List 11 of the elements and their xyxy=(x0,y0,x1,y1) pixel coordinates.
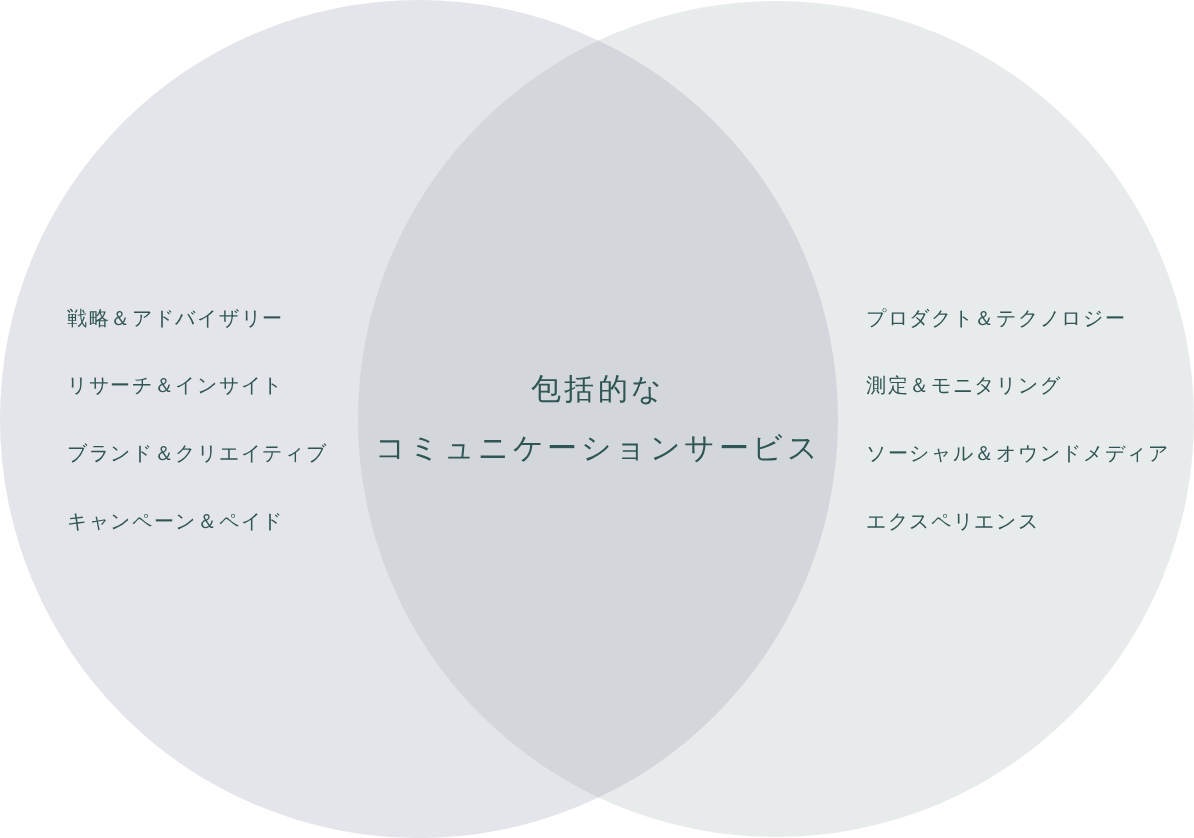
venn-circle xyxy=(358,1,1194,837)
overlap-label: 包括的なコミュニケーションサービス xyxy=(373,358,823,477)
service-label: エクスペリエンス xyxy=(866,508,1040,535)
service-label: プロダクト＆テクノロジー xyxy=(866,305,1127,332)
service-label: 戦略＆アドバイザリー xyxy=(67,305,284,332)
service-label: ソーシャル＆オウンドメディア xyxy=(866,440,1170,467)
service-label: ブランド＆クリエイティブ xyxy=(67,440,328,467)
service-label: 測定＆モニタリング xyxy=(866,372,1062,399)
venn-circle xyxy=(0,0,838,838)
service-label: リサーチ＆インサイト xyxy=(67,372,284,399)
service-label: キャンペーン＆ペイド xyxy=(67,508,284,535)
